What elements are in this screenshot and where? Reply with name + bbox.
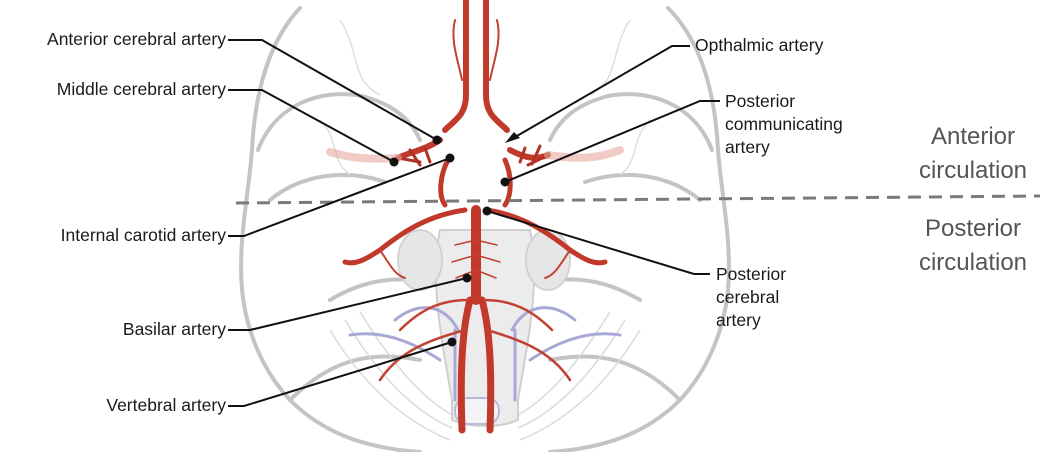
region-line: Posterior — [903, 212, 1043, 246]
label-line: artery — [716, 309, 786, 332]
label-line: Posterior — [725, 90, 843, 113]
label-basilar-artery: Basilar artery — [123, 318, 226, 341]
label-line: cerebral — [716, 286, 786, 309]
label-middle-cerebral-artery: Middle cerebral artery — [57, 78, 226, 101]
region-anterior-circulation: Anterior circulation — [903, 120, 1043, 188]
opthalmic-arrowhead — [505, 132, 520, 143]
label-opthalmic-artery: Opthalmic artery — [695, 34, 823, 57]
region-line: circulation — [903, 246, 1043, 280]
region-line: Anterior — [903, 120, 1043, 154]
label-posterior-communicating-artery: Posterior communicating artery — [725, 90, 843, 159]
label-line: Posterior — [716, 263, 786, 286]
label-vertebral-artery: Vertebral artery — [106, 394, 226, 417]
circulation-divider — [236, 196, 1040, 203]
label-line: artery — [725, 136, 843, 159]
region-line: circulation — [903, 154, 1043, 188]
label-posterior-cerebral-artery: Posterior cerebral artery — [716, 263, 786, 332]
label-internal-carotid-artery: Internal carotid artery — [61, 224, 226, 247]
label-anterior-cerebral-artery: Anterior cerebral artery — [47, 28, 226, 51]
label-line: communicating — [725, 113, 843, 136]
region-posterior-circulation: Posterior circulation — [903, 212, 1043, 280]
